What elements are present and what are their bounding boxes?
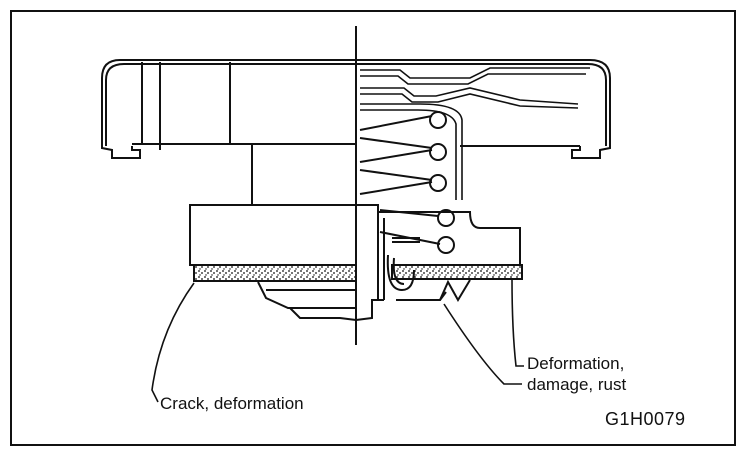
- cap-section-layers: [360, 67, 590, 200]
- deformation-label-line1: Deformation,: [527, 354, 625, 373]
- valve-assembly: [257, 254, 471, 321]
- leader-lines: [151, 278, 524, 403]
- figure-code: G1H0079: [605, 409, 686, 429]
- deformation-label-line2: damage, rust: [527, 375, 627, 394]
- cap-neck: [159, 144, 253, 205]
- cap-top-shell: [101, 59, 611, 159]
- gasket-right: [391, 264, 523, 280]
- gasket-left: [193, 264, 357, 282]
- spring-coils: [359, 111, 455, 254]
- crack-deformation-label: Crack, deformation: [160, 394, 304, 413]
- diagram-frame: [10, 10, 736, 446]
